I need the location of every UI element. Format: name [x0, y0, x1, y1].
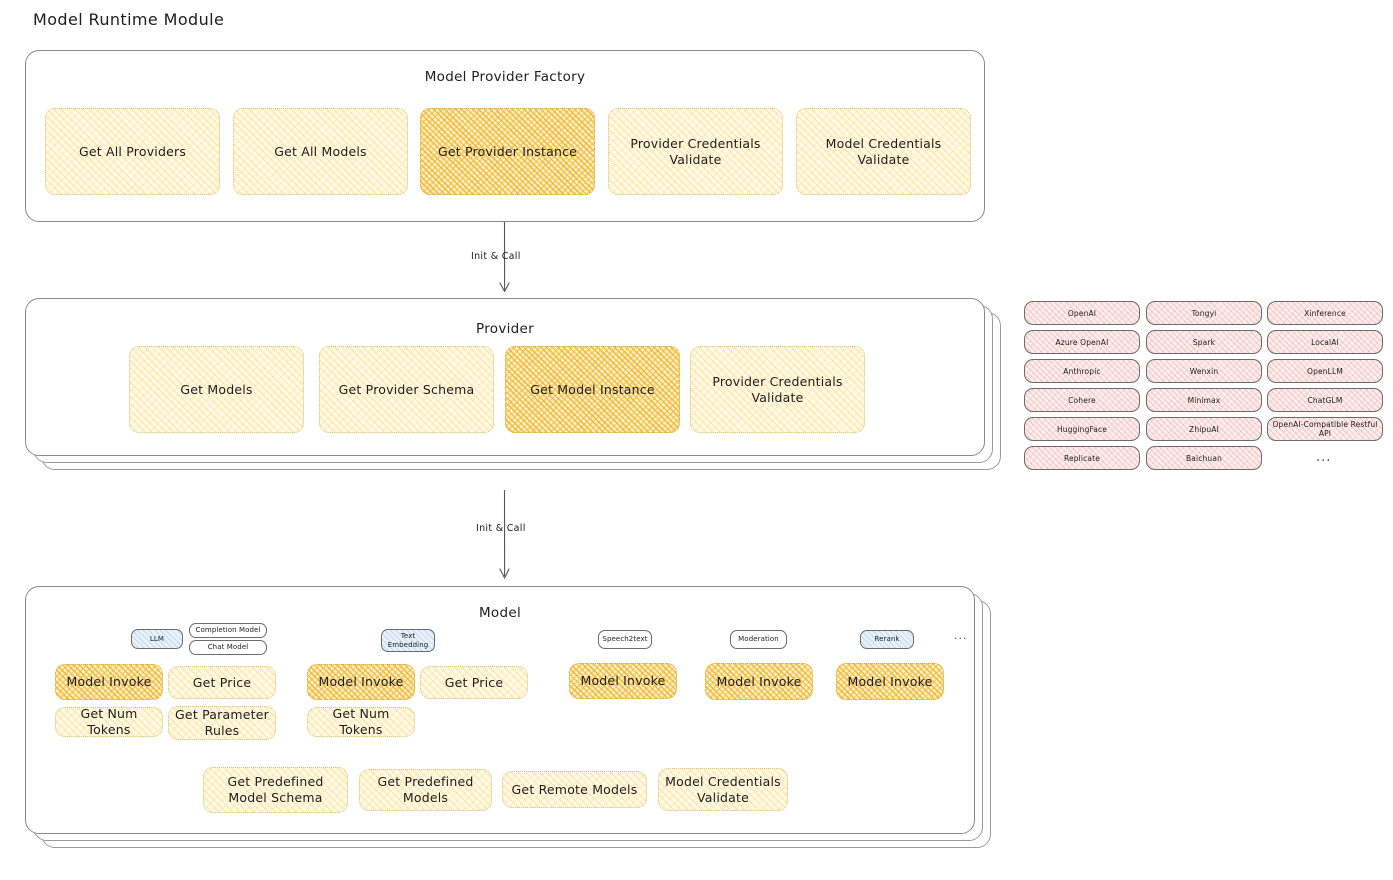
provider-tag-replicate[interactable]: Replicate — [1024, 446, 1140, 470]
model-types-ellipsis: ... — [954, 629, 968, 642]
model-provider-factory-container: Model Provider Factory Get All Providers… — [25, 50, 985, 222]
llm-method-model-invoke[interactable]: Model Invoke — [55, 664, 163, 700]
provider-tag-spark[interactable]: Spark — [1146, 330, 1262, 354]
arrow-label-init-and-call-2: Init & Call — [476, 523, 526, 534]
provider-tag-baichuan[interactable]: Baichuan — [1146, 446, 1262, 470]
llm-method-get-parameter-rules[interactable]: Get Parameter Rules — [168, 706, 276, 740]
text-embedding-method-get-price[interactable]: Get Price — [420, 666, 528, 699]
provider-tag-minimax[interactable]: Minimax — [1146, 388, 1262, 412]
provider-tag-openai-compatible-restful-api[interactable]: OpenAI-Compatible Restful API — [1267, 417, 1383, 441]
provider-tag-chatglm[interactable]: ChatGLM — [1267, 388, 1383, 412]
provider-box-get-models[interactable]: Get Models — [129, 346, 304, 433]
model-type-chip-rerank[interactable]: Rerank — [860, 630, 914, 649]
provider-list-ellipsis: ... — [1316, 450, 1332, 465]
provider-title: Provider — [476, 321, 534, 337]
model-common-model-credentials-validate[interactable]: Model Credentials Validate — [658, 768, 788, 811]
model-title: Model — [478, 605, 522, 621]
arrow-factory-to-provider — [495, 221, 515, 300]
factory-box-get-all-models[interactable]: Get All Models — [233, 108, 408, 195]
model-subtag-chat-model[interactable]: Chat Model — [189, 640, 267, 655]
factory-box-provider-credentials-validate[interactable]: Provider Credentials Validate — [608, 108, 783, 195]
provider-tag-cohere[interactable]: Cohere — [1024, 388, 1140, 412]
provider-box-provider-credentials-validate[interactable]: Provider Credentials Validate — [690, 346, 865, 433]
factory-box-get-provider-instance[interactable]: Get Provider Instance — [420, 108, 595, 195]
text-embedding-method-get-num-tokens[interactable]: Get Num Tokens — [307, 706, 415, 737]
arrow-label-init-and-call-1: Init & Call — [471, 251, 521, 262]
text-embedding-method-model-invoke[interactable]: Model Invoke — [307, 664, 415, 700]
arrow-down-icon — [499, 489, 510, 579]
provider-tag-openllm[interactable]: OpenLLM — [1267, 359, 1383, 383]
provider-tag-zhipuai[interactable]: ZhipuAI — [1146, 417, 1262, 441]
llm-method-get-num-tokens[interactable]: Get Num Tokens — [55, 706, 163, 737]
arrow-provider-to-model — [495, 489, 515, 586]
model-subtag-completion-model[interactable]: Completion Model — [189, 623, 267, 638]
provider-list: OpenAI Azure OpenAI Anthropic Cohere Hug… — [1024, 300, 1384, 475]
llm-method-get-price[interactable]: Get Price — [168, 666, 276, 699]
moderation-method-model-invoke[interactable]: Model Invoke — [705, 663, 813, 700]
model-type-chip-text-embedding[interactable]: Text Embedding — [381, 629, 435, 652]
model-type-chip-llm[interactable]: LLM — [131, 629, 183, 649]
rerank-method-model-invoke[interactable]: Model Invoke — [836, 663, 944, 700]
model-common-get-remote-models[interactable]: Get Remote Models — [502, 771, 647, 808]
provider-tag-openai[interactable]: OpenAI — [1024, 301, 1140, 325]
provider-tag-xinference[interactable]: Xinference — [1267, 301, 1383, 325]
provider-tag-tongyi[interactable]: Tongyi — [1146, 301, 1262, 325]
model-common-get-predefined-models[interactable]: Get Predefined Models — [359, 769, 492, 811]
arrow-down-icon — [499, 221, 510, 293]
provider-tag-anthropic[interactable]: Anthropic — [1024, 359, 1140, 383]
provider-box-get-provider-schema[interactable]: Get Provider Schema — [319, 346, 494, 433]
model-provider-factory-title: Model Provider Factory — [424, 69, 586, 85]
factory-box-model-credentials-validate[interactable]: Model Credentials Validate — [796, 108, 971, 195]
provider-tag-localai[interactable]: LocalAI — [1267, 330, 1383, 354]
provider-tag-azure-openai[interactable]: Azure OpenAI — [1024, 330, 1140, 354]
factory-box-get-all-providers[interactable]: Get All Providers — [45, 108, 220, 195]
provider-tag-huggingface[interactable]: HuggingFace — [1024, 417, 1140, 441]
page-title: Model Runtime Module — [33, 10, 225, 29]
provider-box-get-model-instance[interactable]: Get Model Instance — [505, 346, 680, 433]
provider-tag-wenxin[interactable]: Wenxin — [1146, 359, 1262, 383]
model-container: Model LLM Completion Model Chat Model Mo… — [25, 586, 975, 834]
speech2text-method-model-invoke[interactable]: Model Invoke — [569, 663, 677, 699]
model-common-get-predefined-model-schema[interactable]: Get Predefined Model Schema — [203, 767, 348, 813]
provider-container: Provider Get Models Get Provider Schema … — [25, 298, 985, 456]
model-type-chip-speech2text[interactable]: Speech2text — [598, 630, 652, 649]
model-type-chip-moderation[interactable]: Moderation — [730, 630, 787, 649]
